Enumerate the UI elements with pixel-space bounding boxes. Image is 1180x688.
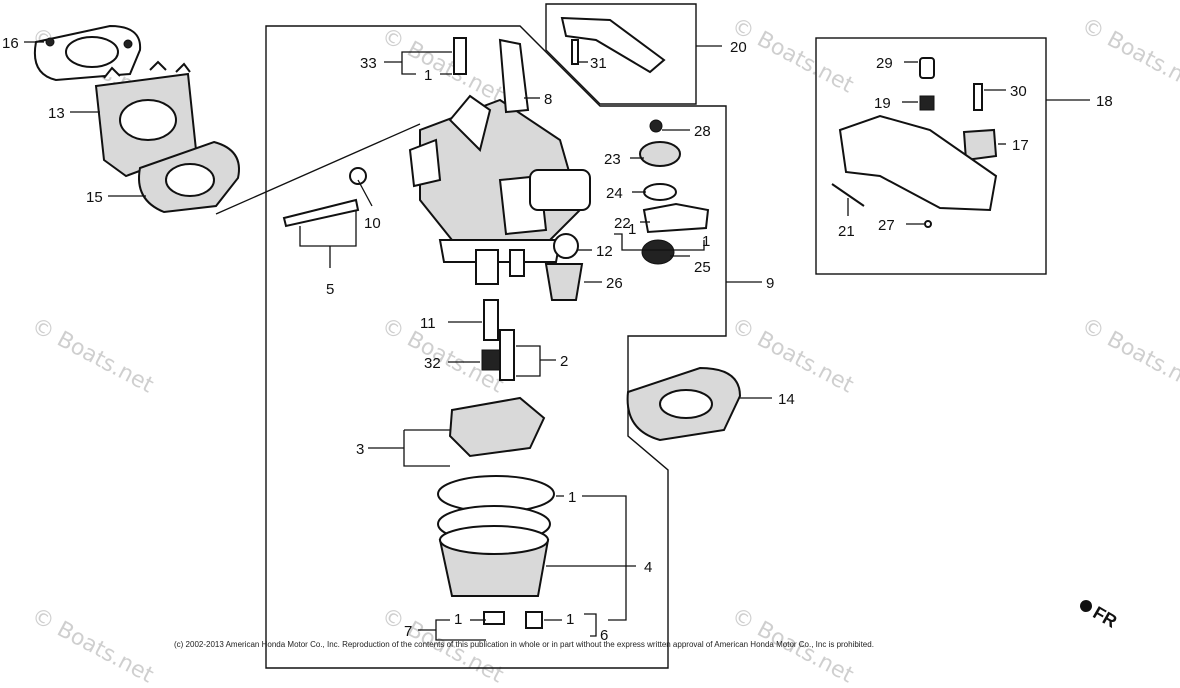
pin-31 [571, 39, 579, 65]
screw-set-5 [282, 198, 360, 228]
callout-6: 6 [600, 627, 608, 644]
float-26 [544, 263, 584, 301]
watermark: © Boats.net [27, 603, 158, 688]
bolt-30 [973, 83, 983, 111]
spring-24 [643, 183, 677, 201]
watermark: © Boats.net [727, 13, 858, 98]
screw-10 [349, 167, 367, 185]
callout-26: 26 [606, 275, 623, 292]
front-mark-label: FR [1090, 602, 1121, 631]
callout-33: 33 [360, 55, 377, 72]
screw-33 [453, 37, 467, 75]
insulator-13 [94, 60, 198, 178]
callout-19: 19 [874, 95, 891, 112]
watermarks: © Boats.net © Boats.net © Boats.net © Bo… [27, 13, 1180, 688]
callout-1: 1 [424, 67, 432, 84]
jet-set-2 [499, 329, 515, 381]
callout-1: 1 [566, 611, 574, 628]
gasket-14 [626, 366, 742, 442]
watermark: © Boats.net [1077, 313, 1180, 398]
callout-labels: 16 13 15 33 1 8 31 20 29 30 19 18 17 21 … [2, 35, 1113, 644]
callout-4: 4 [644, 559, 652, 576]
washer-27 [924, 220, 932, 228]
callout-28: 28 [694, 123, 711, 140]
callout-10: 10 [364, 215, 381, 232]
front-direction-mark: FR [1080, 600, 1121, 632]
bolt-29 [919, 57, 935, 79]
callout-1: 1 [454, 611, 462, 628]
screw-28 [649, 119, 663, 133]
callout-24: 24 [606, 185, 623, 202]
jet-11 [483, 299, 499, 341]
callout-11: 11 [420, 315, 436, 332]
governor-lever-18 [838, 114, 998, 212]
gasket-16 [34, 24, 142, 82]
callout-30: 30 [1010, 83, 1027, 100]
callout-23: 23 [604, 151, 621, 168]
callout-16: 16 [2, 35, 19, 52]
callout-27: 27 [878, 217, 895, 234]
callout-7: 7 [404, 623, 412, 640]
callout-8: 8 [544, 91, 552, 108]
callout-15: 15 [86, 189, 103, 206]
leader-line [215, 123, 421, 215]
cover-23 [639, 141, 681, 167]
float-bowl-4 [437, 475, 555, 629]
callout-32: 32 [424, 355, 441, 372]
carburetor-assembly-outline [265, 25, 727, 669]
callout-20: 20 [730, 39, 747, 56]
spring-21 [831, 183, 865, 207]
clip-17 [962, 128, 998, 162]
callout-22: 22 [614, 215, 631, 232]
callout-9: 9 [766, 275, 774, 292]
callout-14: 14 [778, 391, 795, 408]
leader-lines [24, 41, 1090, 641]
callout-1: 1 [568, 489, 576, 506]
callout-31: 31 [590, 55, 607, 72]
copyright-notice: (c) 2002-2013 American Honda Motor Co., … [174, 640, 874, 649]
gasket-15 [138, 140, 240, 214]
callout-1: 1 [702, 233, 710, 250]
callout-3: 3 [356, 441, 364, 458]
callout-18: 18 [1096, 93, 1113, 110]
lever-box-20 [545, 3, 697, 105]
lever-20 [560, 16, 666, 74]
jet-32 [481, 349, 501, 371]
callout-13: 13 [48, 105, 65, 122]
diaphragm-22 [642, 202, 710, 234]
callout-12: 12 [596, 243, 613, 260]
float-3 [448, 396, 546, 458]
callout-29: 29 [876, 55, 893, 72]
callout-17: 17 [1012, 137, 1029, 154]
callout-25: 25 [694, 259, 711, 276]
oring-12 [553, 233, 579, 259]
watermark: © Boats.net [377, 23, 508, 108]
seal-25 [641, 239, 675, 265]
callout-2: 2 [560, 353, 568, 370]
watermark: © Boats.net [727, 313, 858, 398]
nut-19 [919, 95, 935, 111]
callout-21: 21 [838, 223, 855, 240]
callout-5: 5 [326, 281, 334, 298]
watermark: © Boats.net [1077, 13, 1180, 98]
watermark: © Boats.net [27, 313, 158, 398]
carburetor-body [408, 94, 591, 285]
float-valve-8 [498, 38, 530, 114]
governor-box-18 [815, 37, 1047, 275]
callout-1: 1 [628, 221, 636, 238]
